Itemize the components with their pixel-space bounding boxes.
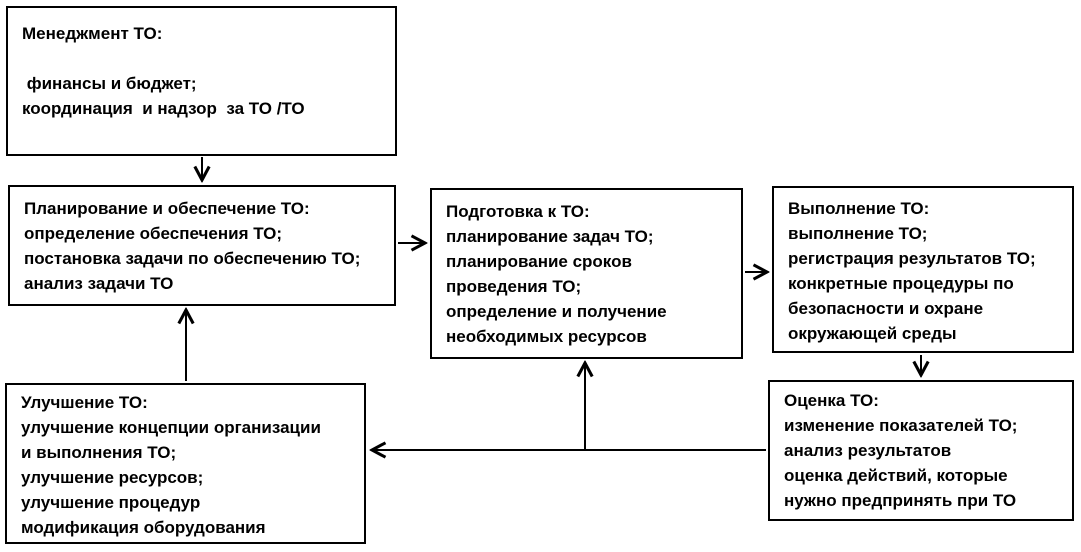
node-line: определение обеспечения ТО; <box>24 224 283 243</box>
node-line: конкретные процедуры по <box>788 274 1014 293</box>
node-line: определение и получение <box>446 302 667 321</box>
node-line: финансы и бюджет; <box>22 74 197 93</box>
node-line: улучшение ресурсов; <box>21 468 204 487</box>
node-execution-title: Выполнение ТО: <box>788 199 930 218</box>
node-line: модификация оборудования <box>21 518 266 537</box>
node-line: нужно предпринять при ТО <box>784 491 1017 510</box>
node-line: окружающей среды <box>788 324 957 343</box>
node-line: необходимых ресурсов <box>446 327 647 346</box>
node-improvement-title: Улучшение ТО: <box>21 393 148 412</box>
node-line: регистрация результатов ТО; <box>788 249 1036 268</box>
node-line: изменение показателей ТО; <box>784 416 1018 435</box>
node-preparation-body: планирование задач ТО; планирование срок… <box>446 224 735 349</box>
node-execution: Выполнение ТО: выполнение ТО; регистраци… <box>772 186 1074 353</box>
node-line: проведения ТО; <box>446 277 582 296</box>
node-line: анализ задачи ТО <box>24 274 174 293</box>
node-planning-title: Планирование и обеспечение ТО: <box>24 199 310 218</box>
node-improvement-body: улучшение концепции организации и выполн… <box>21 415 358 540</box>
node-line: улучшение процедур <box>21 493 201 512</box>
node-line: и выполнения ТО; <box>21 443 177 462</box>
node-execution-body: выполнение ТО; регистрация результатов Т… <box>788 221 1066 346</box>
node-management-title: Менеджмент ТО: <box>22 24 163 43</box>
node-planning-body: определение обеспечения ТО; постановка з… <box>24 221 388 296</box>
node-preparation-title: Подготовка к ТО: <box>446 202 590 221</box>
node-line: улучшение концепции организации <box>21 418 321 437</box>
node-planning: Планирование и обеспечение ТО: определен… <box>8 185 396 306</box>
node-line: безопасности и охране <box>788 299 984 318</box>
node-assessment-title: Оценка ТО: <box>784 391 879 410</box>
node-line: анализ результатов <box>784 441 952 460</box>
node-line: выполнение ТО; <box>788 224 928 243</box>
node-assessment-body: изменение показателей ТО; анализ результ… <box>784 413 1066 513</box>
node-assessment: Оценка ТО: изменение показателей ТО; ана… <box>768 380 1074 521</box>
node-management: Менеджмент ТО: финансы и бюджет; координ… <box>6 6 397 156</box>
node-line: постановка задачи по обеспечению ТО; <box>24 249 361 268</box>
node-line: планирование задач ТО; <box>446 227 654 246</box>
node-preparation: Подготовка к ТО: планирование задач ТО; … <box>430 188 743 359</box>
node-line: координация и надзор за ТО /ТО <box>22 99 305 118</box>
node-line: оценка действий, которые <box>784 466 1008 485</box>
node-management-body: финансы и бюджет; координация и надзор з… <box>22 71 389 121</box>
node-improvement: Улучшение ТО: улучшение концепции органи… <box>5 383 366 544</box>
node-line: планирование сроков <box>446 252 632 271</box>
